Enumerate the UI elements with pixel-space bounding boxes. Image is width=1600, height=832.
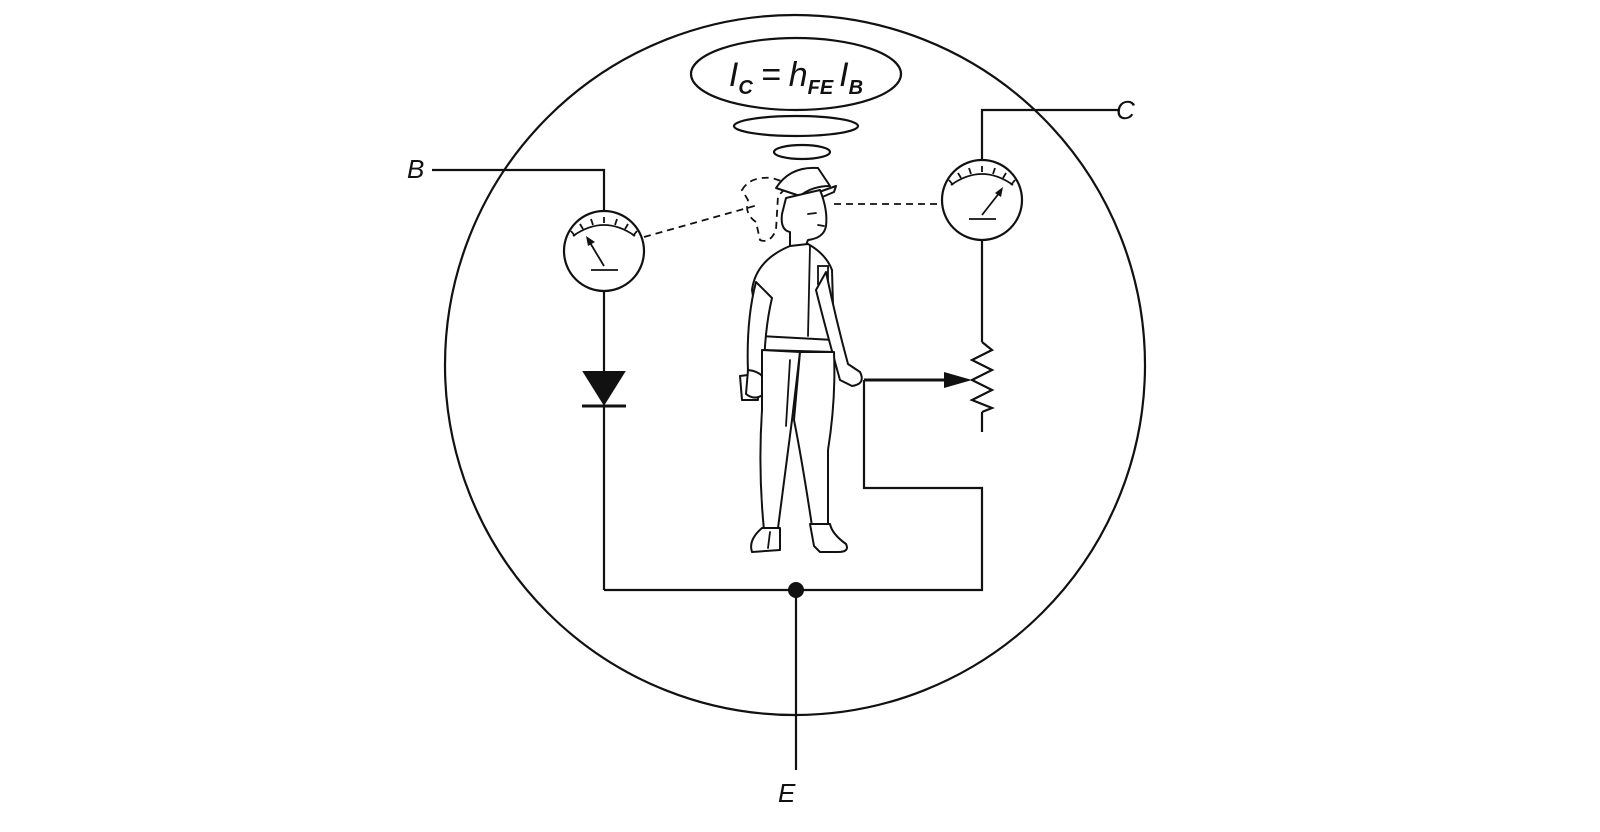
- emitter-wire: [604, 380, 984, 770]
- base-wire: [432, 168, 606, 590]
- rheostat-slider: [864, 372, 972, 388]
- rheostat-icon: [969, 341, 995, 414]
- base-meter-icon: [562, 209, 646, 293]
- operator-figure-icon: [739, 166, 863, 553]
- diode-icon: [582, 371, 626, 408]
- thought-bubbles: [689, 36, 903, 161]
- collector-terminal-label: C: [1116, 95, 1135, 125]
- base-sense-line: [643, 204, 759, 238]
- emitter-terminal-label: E: [778, 778, 796, 808]
- collector-meter-icon: [940, 158, 1024, 242]
- base-terminal-label: B: [407, 154, 424, 184]
- collector-wire: [980, 108, 1120, 432]
